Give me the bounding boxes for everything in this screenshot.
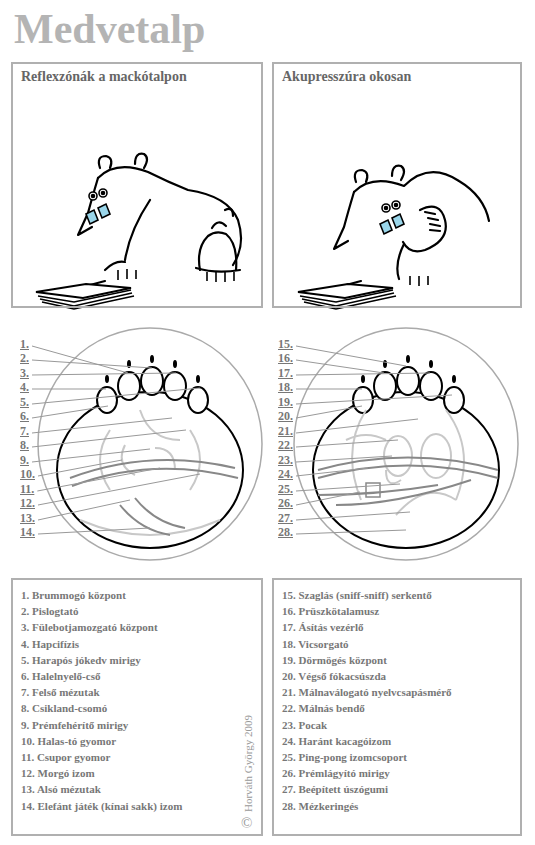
callout-number: 28. [278, 525, 293, 539]
callout-number: 2. [20, 351, 29, 365]
leader-line [296, 484, 400, 491]
callout-number: 17. [278, 366, 293, 380]
callout-number: 4. [20, 380, 29, 394]
illustration-panel: Akupresszúra okosan [272, 62, 522, 308]
leader-line [32, 418, 172, 433]
leader-line [296, 419, 418, 433]
callout-number: 5. [20, 395, 29, 409]
leader-line [38, 528, 150, 534]
list-item: 1. Brummogó központ [21, 587, 261, 603]
leader-line [296, 468, 368, 476]
callout-number: 18. [278, 380, 293, 394]
list-item: 6. Halelnyelő-cső [21, 668, 261, 684]
callout-number: 27. [278, 511, 293, 525]
callout-number: 12. [20, 496, 35, 510]
leader-line [38, 500, 130, 520]
leader-line [296, 346, 406, 366]
list-item: 10. Halas-tó gyomor [21, 733, 261, 749]
leader-line [296, 395, 452, 404]
callout-number: 23. [278, 453, 293, 467]
list-item: 9. Prémfehérítő mirigy [21, 717, 261, 733]
list-item: 4. Hapcifízis [21, 636, 261, 652]
leader-line [296, 373, 430, 375]
list-item: 7. Felső mézutak [21, 684, 261, 700]
list-item: 8. Csikland-csomó [21, 700, 261, 716]
list-item: 18. Vicsorgató [282, 636, 520, 652]
callout-number: 8. [20, 438, 29, 452]
callout-number: 20. [278, 409, 293, 423]
callout-number: 21. [278, 424, 293, 438]
leader-line [32, 373, 176, 375]
list-item: 25. Ping-pong izomcsoport [282, 749, 520, 765]
list-item: 2. Pislogtató [21, 603, 261, 619]
callout-number: 13. [20, 511, 35, 525]
leader-line [296, 440, 398, 447]
list-item: 14. Elefánt játék (kínai sakk) izom [21, 798, 261, 814]
list-item: 23. Pocak [282, 717, 520, 733]
leader-line [296, 512, 410, 520]
list-item: 13. Alsó mézutak [21, 781, 261, 797]
list-item: 5. Harapós jókedv mirigy [21, 652, 261, 668]
leader-line [32, 346, 128, 373]
callout-number: 25. [278, 482, 293, 496]
leader-line [32, 449, 150, 462]
list-item: 19. Dörmögés központ [282, 652, 520, 668]
list-item: 28. Mézkeringés [282, 798, 520, 814]
legend-panel: 15. Szaglás (sniff-sniff) serkentő16. Pr… [272, 578, 522, 836]
illustration-panel: Reflexzónák a mackótalpon [11, 62, 263, 308]
list-item: 3. Fülebotjamozgató központ [21, 619, 261, 635]
leader-line [32, 389, 106, 390]
list-item: 15. Szaglás (sniff-sniff) serkentő [282, 587, 520, 603]
leader-line [296, 492, 360, 505]
list-item: 21. Málnaválogató nyelvcsapásmérő [282, 684, 520, 700]
leader-line [32, 430, 186, 447]
leader-line [32, 388, 200, 404]
list-item: 11. Csupor gyomor [21, 749, 261, 765]
list-item: 16. Prüszkötalamusz [282, 603, 520, 619]
callout-number: 14. [20, 525, 35, 539]
callout-number: 7. [20, 424, 29, 438]
bear-paw [294, 328, 518, 560]
callout-number: 9. [20, 453, 29, 467]
callout-number: 11. [20, 482, 34, 496]
list-item: 27. Beépített úszógumi [282, 781, 520, 797]
callout-number: 1. [20, 337, 29, 351]
callout-number: 15. [278, 337, 293, 351]
list-item: 22. Málnás bendő [282, 700, 520, 716]
list-item: 17. Ásítás vezérlő [282, 619, 520, 635]
diagram-title: Medvetalp [14, 4, 205, 54]
callout-number: 3. [20, 366, 29, 380]
callout-number: 6. [20, 409, 29, 423]
leader-line [296, 360, 384, 373]
copyright-mark: © [241, 815, 252, 831]
callout-number: 22. [278, 438, 293, 452]
callout-number: 24. [278, 467, 293, 481]
panel-heading: Akupresszúra okosan [282, 69, 520, 85]
leader-line [38, 474, 200, 505]
callout-number: 26. [278, 496, 293, 510]
leader-line [38, 460, 122, 476]
callout-number: 16. [278, 351, 293, 365]
leader-line [32, 406, 108, 418]
list-item: 26. Prémlágyító mirigy [282, 765, 520, 781]
leader-line [296, 530, 406, 534]
leader-line [37, 468, 160, 491]
leader-line [296, 406, 362, 418]
leader-line [32, 360, 152, 368]
leader-line [296, 389, 362, 390]
list-item: 20. Végső fókacsúszda [282, 668, 520, 684]
panel-heading: Reflexzónák a mackótalpon [21, 69, 261, 85]
leader-line [296, 456, 392, 462]
list-item: 24. Haránt kacagóizom [282, 733, 520, 749]
callout-number: 19. [278, 395, 293, 409]
list-item: 12. Morgó izom [21, 765, 261, 781]
legend-panel: 1. Brummogó központ2. Pislogtató3. Füleb… [11, 578, 263, 836]
callout-number: 10. [20, 467, 35, 481]
copyright-text: Horváth György 2009 [242, 715, 255, 812]
